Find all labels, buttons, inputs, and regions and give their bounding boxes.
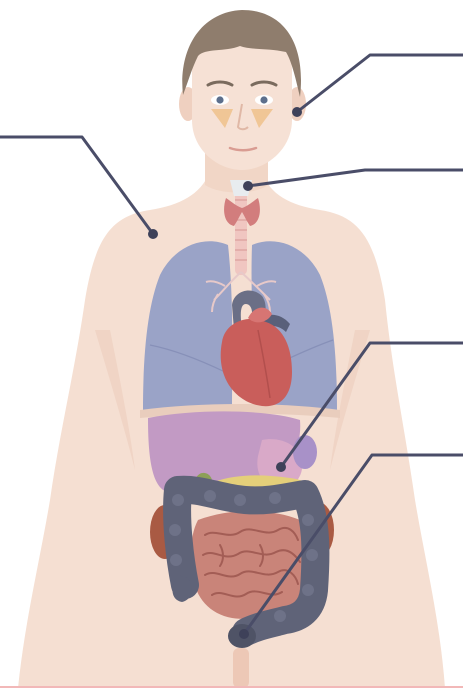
callout-sinuses xyxy=(292,55,463,117)
head xyxy=(179,10,306,170)
small-intestine-mass xyxy=(191,511,308,619)
small-intestine xyxy=(191,511,308,619)
iris-left xyxy=(216,96,223,103)
spleen xyxy=(293,435,317,469)
urethra xyxy=(233,648,249,688)
callout-thyroid xyxy=(243,170,463,191)
iris-right xyxy=(260,96,267,103)
